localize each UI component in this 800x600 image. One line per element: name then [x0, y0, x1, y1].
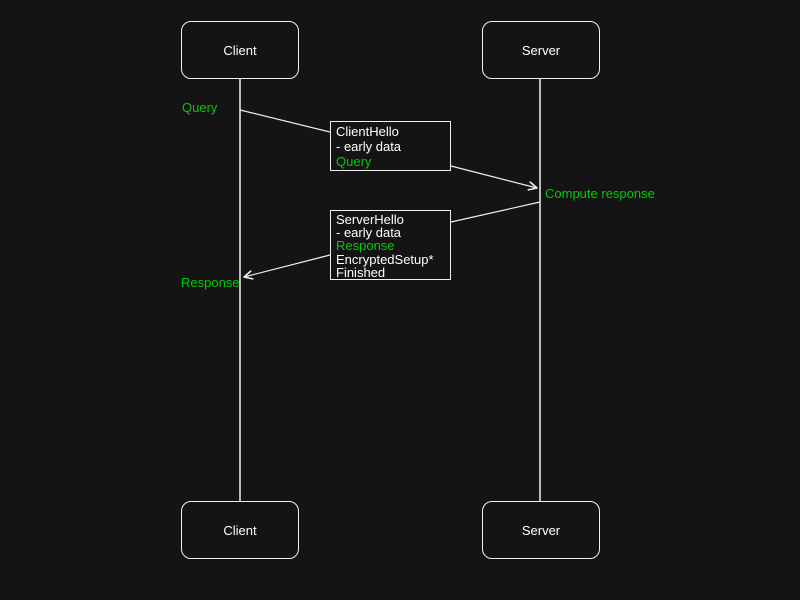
message-line: - early data	[336, 139, 402, 154]
response-annotation: Response	[181, 275, 240, 290]
response-arrow-segment-left	[243, 254, 331, 280]
actor-label-server-bottom: Server	[521, 522, 561, 538]
actor-label-client-top: Client	[223, 42, 257, 58]
response-arrow-segment-right	[450, 201, 541, 223]
message-line: ServerHello	[336, 212, 404, 227]
serverhello-message-box: ServerHello - early data Response Encryp…	[330, 210, 451, 280]
clienthello-message-box: ClientHello - early data Query	[330, 121, 451, 171]
message-line: ClientHello	[336, 124, 399, 139]
compute-response-annotation: Compute response	[545, 186, 655, 201]
message-line: Response	[336, 238, 395, 254]
query-arrow-segment-right	[450, 165, 538, 191]
query-annotation: Query	[182, 100, 218, 115]
actor-box-server-bottom: Server	[482, 501, 600, 559]
actor-label-client-bottom: Client	[223, 522, 257, 538]
message-line: EncryptedSetup*	[336, 251, 434, 267]
actor-box-client-bottom: Client	[181, 501, 299, 559]
message-line: Query	[336, 154, 372, 169]
actor-label-server-top: Server	[521, 42, 561, 58]
actor-box-server-top: Server	[482, 21, 600, 79]
message-line: - early data	[336, 225, 402, 241]
actor-box-client-top: Client	[181, 21, 299, 79]
message-line: Finished	[336, 264, 386, 280]
query-arrow-segment-left	[239, 109, 331, 133]
